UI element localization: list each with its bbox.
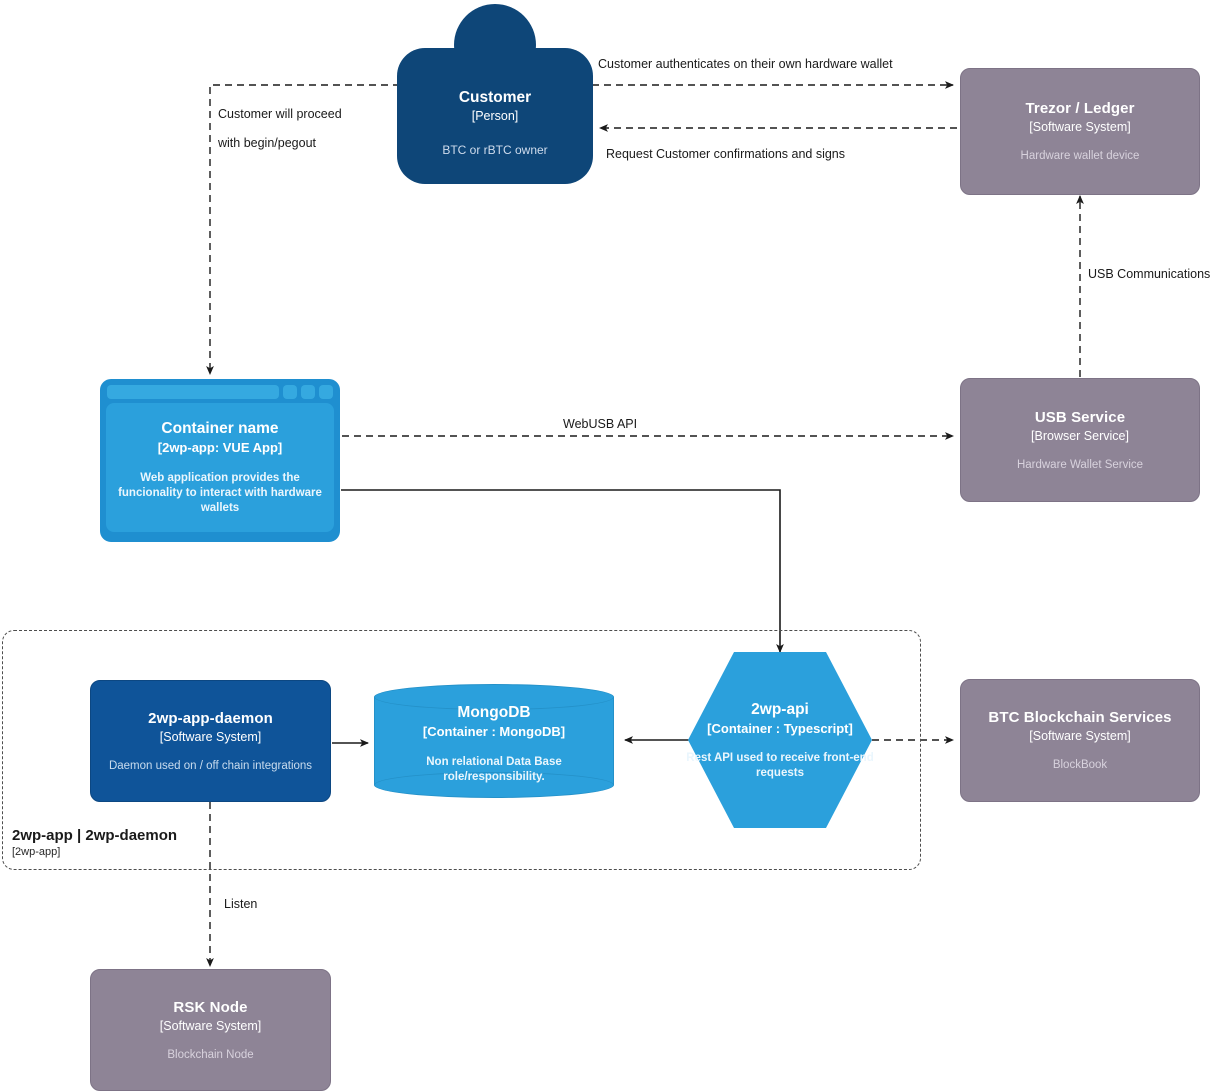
- person-body: Customer [Person] BTC or rBTC owner: [397, 48, 593, 184]
- node-title: MongoDB: [457, 704, 531, 721]
- cylinder-text: MongoDB [Container : MongoDB] Non relati…: [374, 684, 614, 798]
- node-title: BTC Blockchain Services: [988, 709, 1172, 726]
- node-2wp-app-daemon[interactable]: 2wp-app-daemon [Software System] Daemon …: [90, 680, 331, 802]
- node-description: Daemon used on / off chain integrations: [108, 759, 313, 772]
- node-trezor-ledger[interactable]: Trezor / Ledger [Software System] Hardwa…: [960, 68, 1200, 195]
- browser-screen: Container name [2wp-app: VUE App] Web ap…: [106, 403, 334, 532]
- node-type: [Software System]: [1029, 729, 1131, 743]
- node-usb-service[interactable]: USB Service [Browser Service] Hardware W…: [960, 378, 1200, 502]
- edge-label-customer-proceed-line1: Customer will proceed: [218, 107, 342, 121]
- edge-label-usb-communications: USB Communications: [1088, 267, 1211, 281]
- node-title: USB Service: [1034, 408, 1126, 426]
- edge-container-to-api: [341, 489, 784, 653]
- node-type: [Software System]: [159, 1018, 262, 1033]
- edge-label-request-confirmations: Request Customer confirmations and signs: [606, 147, 846, 161]
- node-type: [Container : Typescript]: [707, 720, 853, 736]
- boundary-label: 2wp-app | 2wp-daemon [2wp-app]: [12, 826, 312, 860]
- edge-label-customer-authenticates: Customer authenticates on their own hard…: [598, 57, 893, 71]
- browser-chrome: [106, 385, 334, 399]
- browser-button-2-icon: [301, 385, 315, 399]
- node-description: BlockBook: [1052, 759, 1108, 771]
- hexagon-shape: [688, 652, 872, 828]
- edge-label-customer-proceed-line2: with begin/pegout: [218, 136, 316, 150]
- boundary-type: [2wp-app]: [12, 846, 61, 858]
- node-type: [Software System]: [1029, 120, 1131, 134]
- node-title: 2wp-api: [751, 700, 809, 718]
- browser-button-3-icon: [319, 385, 333, 399]
- cylinder-bottom-ellipse: [374, 772, 614, 798]
- node-description: Blockchain Node: [167, 1048, 254, 1061]
- node-type: [2wp-app: VUE App]: [157, 440, 283, 455]
- node-type: [Person]: [471, 109, 519, 123]
- node-container-name[interactable]: Container name [2wp-app: VUE App] Web ap…: [100, 379, 340, 542]
- edge-customer-proceed: [206, 84, 400, 375]
- node-customer[interactable]: Customer [Person] BTC or rBTC owner: [397, 4, 593, 184]
- node-btc-blockchain-services[interactable]: BTC Blockchain Services [Software System…: [960, 679, 1200, 802]
- node-type: [Container : MongoDB]: [422, 724, 566, 739]
- boundary-2wp-app: [2, 630, 921, 870]
- edge-label-listen: Listen: [224, 897, 258, 911]
- cylinder-body: [374, 697, 614, 785]
- node-description: BTC or rBTC owner: [442, 143, 548, 157]
- node-type: [Software System]: [159, 729, 262, 744]
- node-description: Hardware wallet device: [1020, 150, 1140, 162]
- node-description: Hardware Wallet Service: [1016, 458, 1144, 471]
- node-title: RSK Node: [173, 998, 248, 1016]
- browser-button-1-icon: [283, 385, 297, 399]
- node-2wp-api[interactable]: 2wp-api [Container : Typescript] Rest AP…: [686, 652, 874, 828]
- node-title: Trezor / Ledger: [1025, 100, 1135, 117]
- node-title: 2wp-app-daemon: [148, 709, 273, 727]
- browser-urlbar: [107, 385, 279, 399]
- boundary-name: 2wp-app | 2wp-daemon: [12, 827, 178, 844]
- node-description: Rest API used to receive front-end reque…: [686, 751, 874, 779]
- node-description: Web application provides the funcionalit…: [118, 472, 322, 514]
- node-mongodb[interactable]: MongoDB [Container : MongoDB] Non relati…: [374, 684, 614, 798]
- hexagon-text: 2wp-api [Container : Typescript] Rest AP…: [682, 652, 878, 828]
- node-rsk-node[interactable]: RSK Node [Software System] Blockchain No…: [90, 969, 331, 1091]
- node-title: Customer: [458, 89, 532, 106]
- node-title: Container name: [161, 420, 279, 437]
- edge-label-webusb-api: WebUSB API: [563, 417, 638, 431]
- node-description: Non relational Data Base role/responsibi…: [426, 756, 562, 783]
- cylinder-top-ellipse: [374, 684, 614, 710]
- node-type: [Browser Service]: [1031, 428, 1129, 443]
